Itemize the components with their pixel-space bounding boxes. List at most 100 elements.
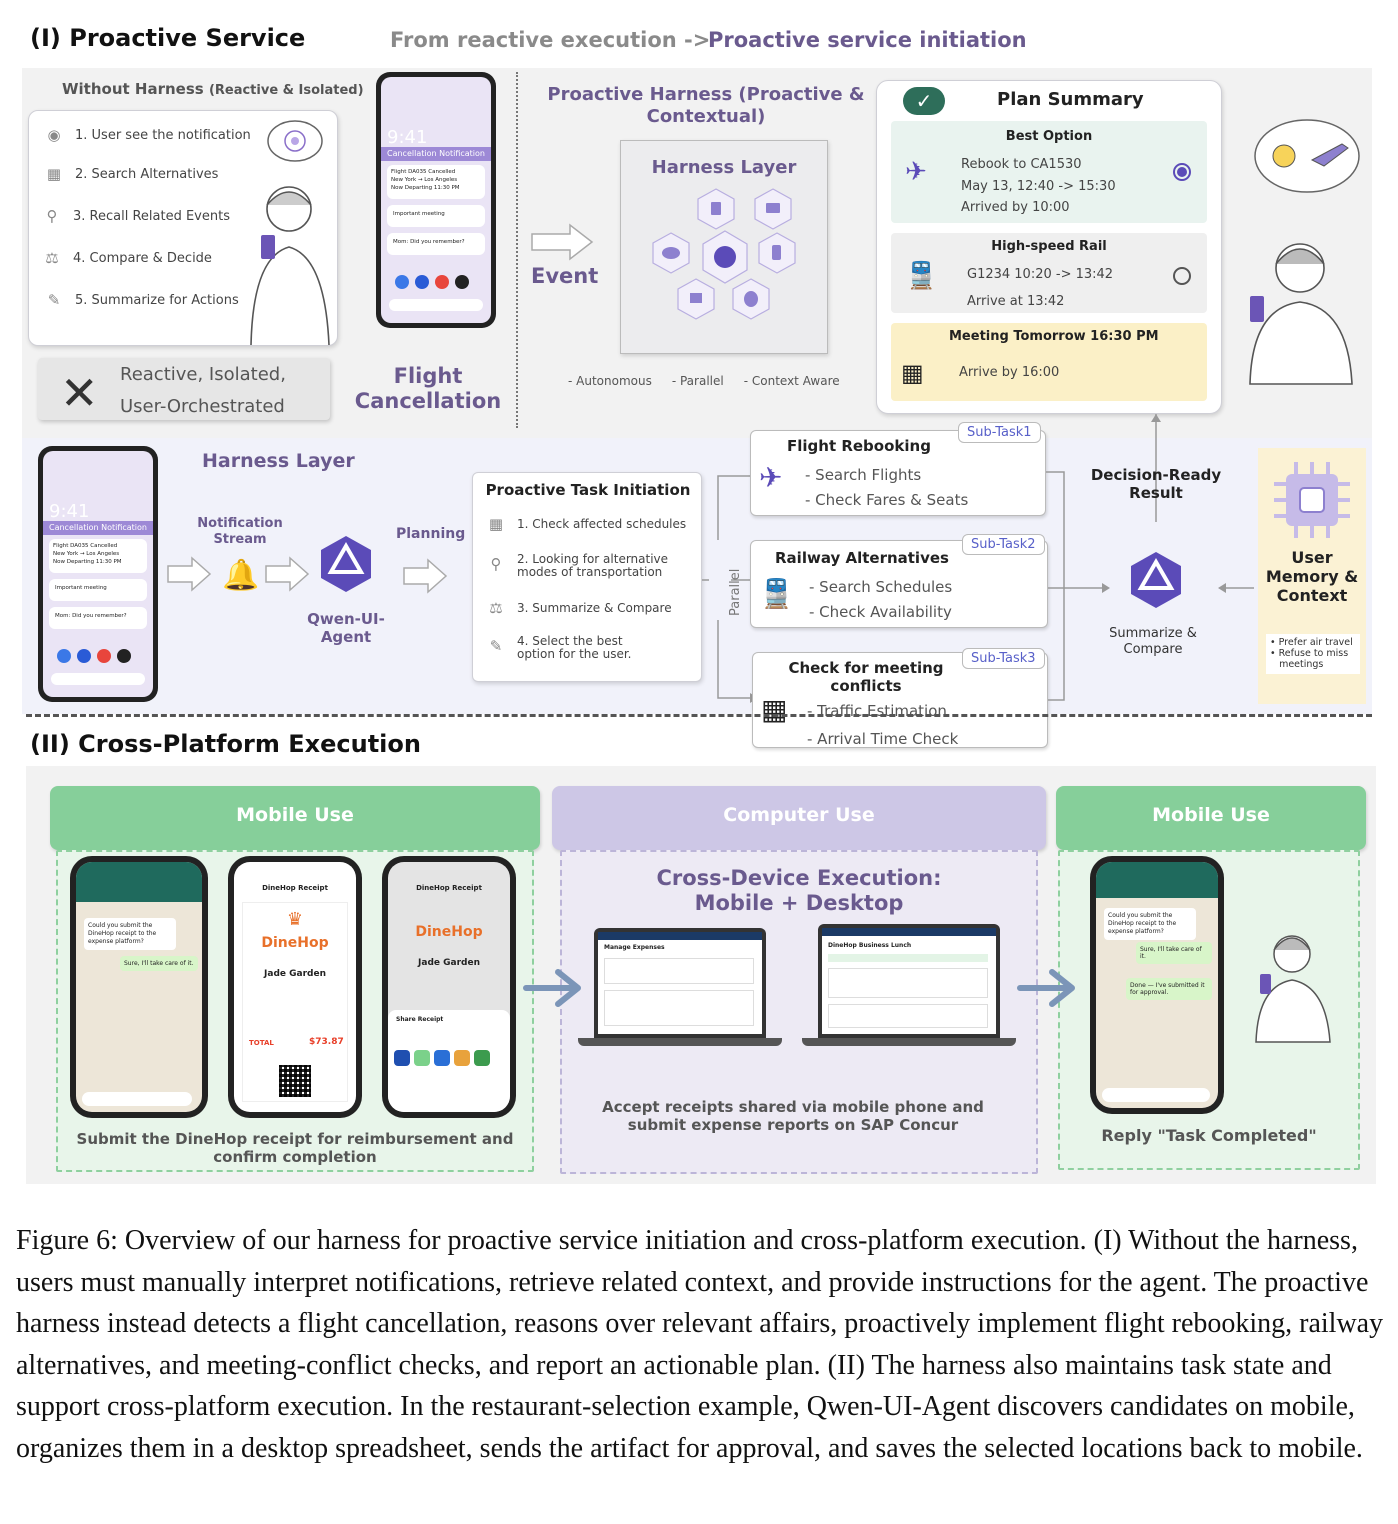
share-apps [394,1050,490,1066]
subtask3-tag: Sub-Task3 [962,648,1045,669]
receipt-header: DineHop Receipt [262,884,328,892]
scale-icon: ⚖ [489,599,503,617]
reactive-line2: User-Orchestrated [120,396,285,417]
share-title: Share Receipt [396,1016,444,1023]
happy-person-icon [1249,243,1353,385]
phone-top: 9:41 Cancellation Notification Flight DA… [376,72,496,328]
qwen-agent-icon [321,536,371,592]
chat-phone: Could you submit the DineHop receipt to … [70,856,208,1118]
rail-radio[interactable] [1173,267,1191,285]
mid-caption: Accept receipts shared via mobile phone … [602,1098,984,1134]
without-card: ◉1. User see the notification ▦2. Search… [28,110,338,346]
best-radio[interactable] [1173,163,1191,181]
share-restaurant: Jade Garden [418,958,480,968]
phone2-time: 9:41 [49,501,90,522]
share-brand: DineHop [415,924,483,940]
memory-notes: • Prefer air travel • Refuse to miss mee… [1266,634,1360,674]
expenses-title: Manage Expenses [604,944,665,951]
phone2-dock [57,649,131,663]
report-details [828,968,988,998]
cross-device-title: Cross-Device Execution:Mobile + Desktop [656,866,942,915]
x-icon: ✕ [60,366,99,420]
arrow-1-icon [167,556,212,592]
airplane-icon: ✈ [759,461,783,494]
thought-bubble-icon [267,120,323,162]
reply-input [1102,1088,1210,1102]
section-divider [26,714,1372,717]
planning-label: Planning [396,526,466,542]
subtask3-lines: - Traffic Estimation- Arrival Time Check [807,702,959,748]
merge-connectors [1046,414,1254,701]
pen-icon: ✎ [47,291,61,309]
laptop-1: Manage Expenses [594,928,766,1038]
expenses-list [604,990,754,1026]
qr-code [279,1065,311,1097]
meeting-option: Meeting Tomorrow 16:30 PM ▦ Arrive by 16… [891,323,1207,401]
chat-input [82,1092,192,1106]
phone2-notif-2: Important meeting [49,579,147,601]
qwen-summarize-icon [1131,552,1181,608]
notif-card-3: Mom: Did you remember? [387,233,485,255]
train-icon: 🚆 [905,261,938,291]
proactive-task-card: Proactive Task Initiation ▦1. Check affe… [472,472,702,682]
pti-item-1: ▦1. Check affected schedules [485,513,686,535]
subtask2-tag: Sub-Task2 [962,534,1045,555]
mobile-use-left-header: Mobile Use [50,786,540,850]
computer-use-header: Computer Use [552,786,1046,850]
harness-icons [652,188,796,320]
arrow-3-icon [403,558,448,594]
parallel-label: Parallel [728,568,743,616]
phone-harness: 9:41 Cancellation Notification Flight DA… [38,446,158,702]
big-arrow-left-icon [523,969,581,1007]
person-with-phone-icon [1255,935,1331,1043]
plan-summary-card: ✓ Plan Summary Best Option ✈ Rebook to C… [876,80,1222,414]
magnifier-icon: ⚲ [46,207,58,225]
subtask1-tag: Sub-Task1 [958,422,1041,443]
train-icon: 🚆 [759,577,794,610]
part2-title: (II) Cross-Platform Execution [30,730,421,758]
proactive-title: Proactive Harness (Proactive &Contextual… [547,84,865,127]
reactive-line1: Reactive, Isolated, [120,364,286,385]
pen-icon: ✎ [489,637,503,655]
reactive-box: ✕ Reactive, Isolated, User-Orchestrated [38,358,330,420]
report-progress [828,1004,988,1028]
calendar-icon: ▦ [46,165,62,183]
mobile-use-right-header: Mobile Use [1056,786,1366,850]
laptop-1-base [578,1038,782,1046]
qwen-agent-label: Qwen-UI-Agent [307,610,385,646]
best-title: Best Option [1005,129,1093,144]
harness-row-title: Harness Layer [202,450,355,472]
share-sheet: Share Receipt [388,1010,510,1112]
phone-time: 9:41 [387,127,428,148]
receipt-total-label: TOTAL [249,1039,274,1047]
bell-icon: 🔔 [222,558,260,593]
separator [516,72,518,428]
phone-banner: Cancellation Notification [381,147,491,161]
reply-phone: Could you submit the DineHop receipt to … [1090,856,1224,1114]
calendar-clock-icon: ▦ [761,693,788,726]
calendar-clock-icon: ▦ [901,359,924,387]
subtask-flight: Flight Rebooking ✈ - Search Flights- Che… [750,430,1046,516]
arrow-2-icon [265,556,310,592]
receipt-brand: DineHop [261,935,329,951]
laptop-2: DineHop Business Lunch [818,924,1000,1038]
left-caption: Submit the DineHop receipt for reimburse… [76,1130,514,1166]
step-1: ◉1. User see the notification [43,124,250,146]
chip-icon [1274,462,1350,538]
transition-right: Proactive service initiation [708,28,1027,52]
reply-done: Done — I've submitted it for approval. [1126,978,1212,1000]
laptop-2-base [802,1038,1016,1046]
subtask2-title: Railway Alternatives [775,549,949,567]
chef-hat-icon: ♛ [286,909,304,930]
transition-left: From reactive execution -> [390,28,711,52]
subtask1-lines: - Search Flights- Check Fares & Seats [805,466,969,509]
